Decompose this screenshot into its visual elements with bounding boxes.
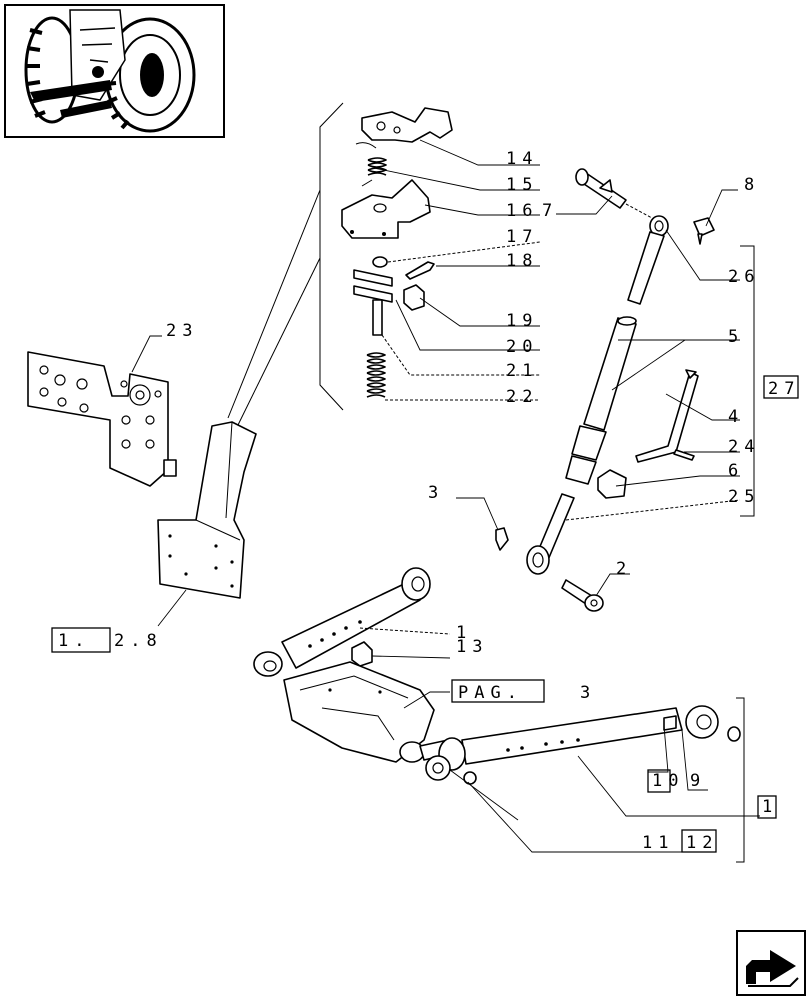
cotter-pin-part-18 <box>405 261 435 280</box>
label-part-17: 17 <box>506 227 538 247</box>
label-part-3: 3 <box>428 483 444 503</box>
barrel-part-5 <box>565 316 637 485</box>
clip-part-19 <box>403 284 425 311</box>
handle-part-4 <box>635 369 699 463</box>
latch-part-14 <box>361 107 453 143</box>
label-part-11: 11 <box>642 833 674 853</box>
label-part-1-lower: 1 <box>762 797 778 817</box>
reference-1-82-8-tail: 2.8 <box>114 631 163 651</box>
label-part-1-upper: 1 <box>456 623 472 643</box>
box-part-27 <box>763 375 799 399</box>
reference-page-label: PAG. <box>458 683 523 703</box>
pin-part-2 <box>561 579 604 612</box>
box-part-12 <box>681 829 717 853</box>
rod-end-part-25 <box>526 493 575 575</box>
tractor-thumbnail-icon[interactable] <box>4 4 225 138</box>
label-part-8: 8 <box>744 175 760 195</box>
spring-part-15 <box>355 142 387 187</box>
label-part-4: 4 <box>728 407 744 427</box>
mounting-bracket <box>157 421 257 599</box>
label-part-22: 22 <box>506 387 538 407</box>
label-part-13: 13 <box>456 637 488 657</box>
label-part-24: 24 <box>728 437 760 457</box>
spring-part-22 <box>366 352 386 398</box>
reference-link-page-3[interactable]: PAG. 3 <box>451 679 596 703</box>
label-part-19: 19 <box>506 311 538 331</box>
drawbar-housing <box>283 661 451 763</box>
pin-part-20 <box>353 269 393 336</box>
label-part-10: 10 <box>652 771 684 791</box>
washer-part-17 <box>372 256 388 268</box>
label-part-23: 23 <box>166 321 198 341</box>
next-page-arrow-icon[interactable] <box>736 930 806 996</box>
label-part-18: 18 <box>506 251 538 271</box>
clip-part-6 <box>597 469 627 499</box>
label-part-27: 27 <box>768 379 800 399</box>
rod-end-part-26 <box>627 215 669 305</box>
label-part-20: 20 <box>506 337 538 357</box>
label-part-16: 16 <box>506 201 538 221</box>
label-part-2: 2 <box>616 559 632 579</box>
label-part-6: 6 <box>728 461 744 481</box>
box-part-1 <box>757 795 777 819</box>
pin-part-7 <box>575 168 627 209</box>
label-part-25: 25 <box>728 487 760 507</box>
mounting-plate-part-23 <box>27 351 177 487</box>
label-part-12: 12 <box>686 833 718 853</box>
label-part-15: 15 <box>506 175 538 195</box>
reference-link-1-82-8[interactable]: 1. 2.8 <box>51 627 163 653</box>
label-part-26: 26 <box>728 267 760 287</box>
label-part-9: 9 <box>690 771 706 791</box>
lower-link-part-1 <box>253 567 431 677</box>
box-part-10 <box>647 769 671 793</box>
plate-part-16 <box>341 179 431 239</box>
label-part-7: 7 <box>542 201 558 221</box>
reference-page-number: 3 <box>580 683 596 703</box>
label-part-5: 5 <box>728 327 744 347</box>
label-part-14: 14 <box>506 149 538 169</box>
reference-1-82-8-head: 1. <box>58 631 90 651</box>
label-part-21: 21 <box>506 361 538 381</box>
clip-part-13 <box>351 641 373 667</box>
bolt-part-8 <box>693 217 715 245</box>
cotter-pin-part-3 <box>495 527 509 551</box>
pin-part-24 <box>673 449 695 461</box>
